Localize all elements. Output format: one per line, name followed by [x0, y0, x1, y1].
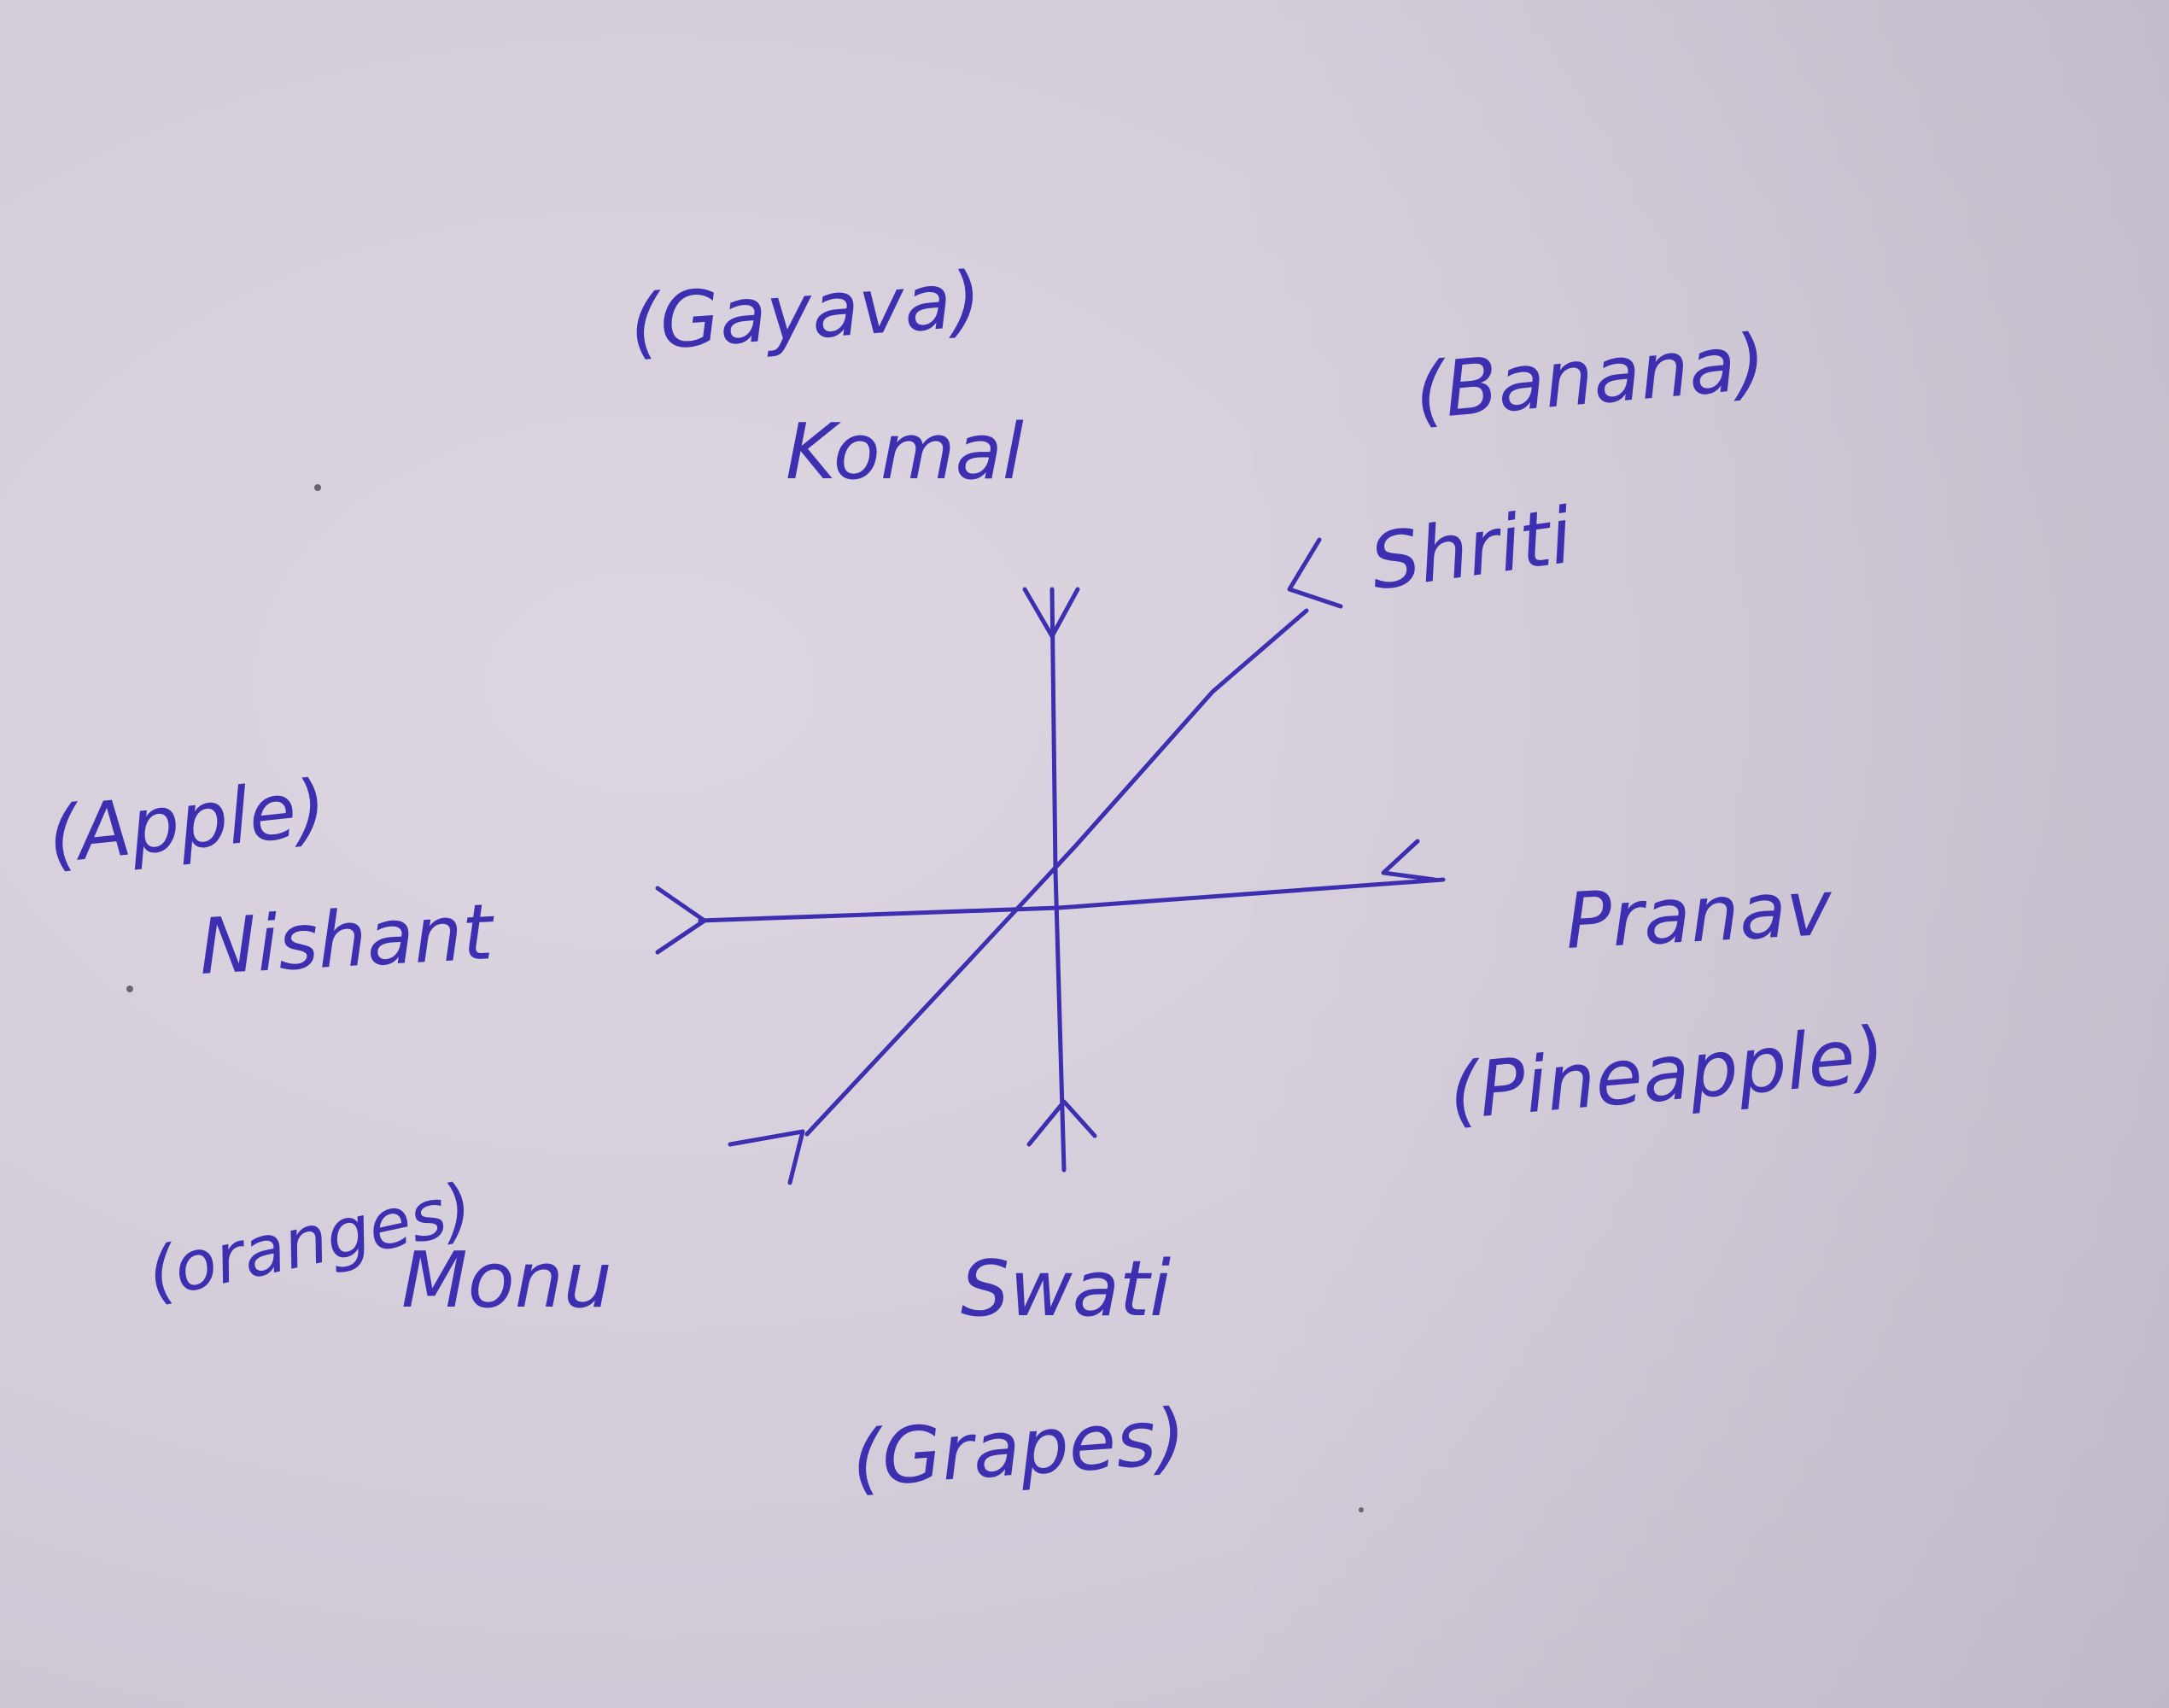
line-diagonal: [804, 608, 1309, 1137]
arrow-left-icon: [655, 886, 707, 955]
stray-mark: [126, 986, 133, 992]
paper-show-through: [1230, 0, 2169, 1708]
line-vertical: [1049, 587, 1067, 1173]
line-horizontal: [698, 877, 1446, 923]
name-bottom-left: Monu: [401, 1236, 612, 1325]
name-top-right: Shriti: [1365, 491, 1577, 608]
fruit-right: (Pineapple): [1446, 1010, 1889, 1138]
arrow-bottom-left-icon: [728, 1129, 805, 1185]
fruit-top-right: (Banana): [1412, 317, 1769, 436]
arrow-top-right-icon: [1287, 537, 1343, 609]
fruit-left: (Apple): [44, 763, 330, 881]
arrow-right-icon: [1381, 839, 1437, 882]
name-left: Nishant: [197, 887, 498, 992]
name-right: Pranav: [1564, 863, 1836, 967]
fruit-top: (Gayava): [627, 254, 984, 368]
name-bottom: Swati: [961, 1244, 1171, 1334]
arrow-bottom-icon: [1026, 1099, 1097, 1147]
arrow-top-icon: [1022, 587, 1080, 639]
name-top: Komal: [786, 407, 1024, 497]
stray-mark: [314, 484, 321, 491]
fruit-bottom: (Grapes): [849, 1392, 1189, 1505]
stray-mark: [1359, 1507, 1364, 1512]
